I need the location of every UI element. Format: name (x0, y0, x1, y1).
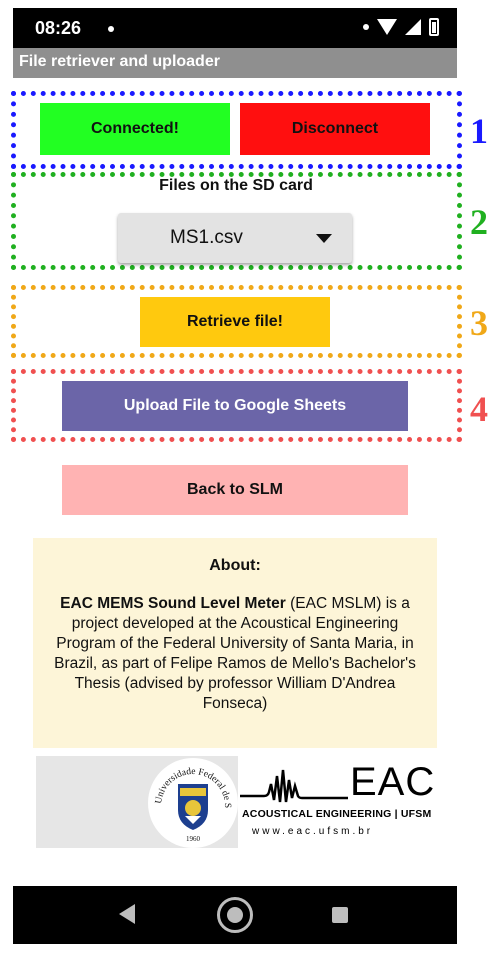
notification-dot-icon (108, 26, 114, 32)
indicator-dot-icon (363, 24, 369, 30)
group-number-3: 3 (470, 303, 488, 343)
ufsm-seal-logo: Universidade Federal de Santa Maria 1960 (144, 751, 238, 848)
about-body: EAC MEMS Sound Level Meter (EAC MSLM) is… (43, 594, 427, 714)
app-title: File retriever and uploader (19, 53, 220, 70)
disconnect-button-label: Disconnect (291, 120, 379, 137)
back-to-slm-button[interactable]: Back to SLM (62, 465, 408, 515)
status-time: 08:26 (35, 18, 82, 38)
back-button-label: Back to SLM (186, 481, 283, 498)
retrieve-file-button-label: Retrieve file! (186, 313, 284, 330)
dropdown-arrow-icon (316, 234, 332, 243)
group-outline-1 (11, 91, 462, 169)
group-outline-2 (11, 172, 462, 270)
battery-icon (429, 18, 439, 36)
eac-logo: EAC ACOUSTICAL ENGINEERING | UFSM www.ea… (238, 756, 436, 848)
connected-button-label: Connected! (91, 120, 179, 137)
selected-file-value: MS1.csv (170, 227, 243, 248)
eac-logo-subtitle: ACOUSTICAL ENGINEERING | UFSM (242, 808, 432, 820)
ufsm-year: 1960 (186, 835, 201, 843)
about-description: (EAC MSLM) is a project developed at the… (54, 595, 416, 712)
disconnect-button[interactable]: Disconnect (240, 103, 430, 155)
file-select-dropdown[interactable]: MS1.csv (118, 213, 352, 263)
group-number-4: 4 (470, 389, 488, 429)
status-icons (363, 18, 439, 36)
group-number-1: 1 (470, 111, 488, 151)
recents-square-icon[interactable] (332, 907, 348, 923)
eac-logo-letters: EAC (350, 760, 436, 804)
about-title: About: (209, 557, 261, 574)
status-bar: 08:26 (13, 8, 457, 48)
upload-to-google-sheets-button[interactable]: Upload File to Google Sheets (62, 381, 408, 431)
connected-button[interactable]: Connected! (40, 103, 230, 155)
group-outline-3 (11, 285, 462, 358)
logo-strip: Universidade Federal de Santa Maria 1960… (36, 751, 436, 848)
wifi-icon (377, 19, 397, 35)
group-number-2: 2 (470, 202, 488, 242)
about-panel: About: EAC MEMS Sound Level Meter (EAC M… (33, 538, 437, 748)
cellular-signal-icon (405, 19, 421, 35)
system-nav-bar (13, 886, 457, 944)
sound-wave-logo-icon (240, 769, 348, 803)
upload-button-label: Upload File to Google Sheets (123, 397, 347, 414)
eac-logo-url: www.eac.ufsm.br (252, 826, 374, 837)
sd-card-files-label: Files on the SD card (159, 177, 313, 194)
about-project-name: EAC MEMS Sound Level Meter (60, 595, 286, 612)
home-circle-icon[interactable] (217, 897, 253, 933)
group-outline-4 (11, 369, 462, 442)
app-title-bar: File retriever and uploader (13, 48, 457, 78)
retrieve-file-button[interactable]: Retrieve file! (140, 297, 330, 347)
back-triangle-icon[interactable] (119, 904, 135, 924)
ufsm-seal-graphic: Universidade Federal de Santa Maria 1960 (144, 751, 232, 843)
